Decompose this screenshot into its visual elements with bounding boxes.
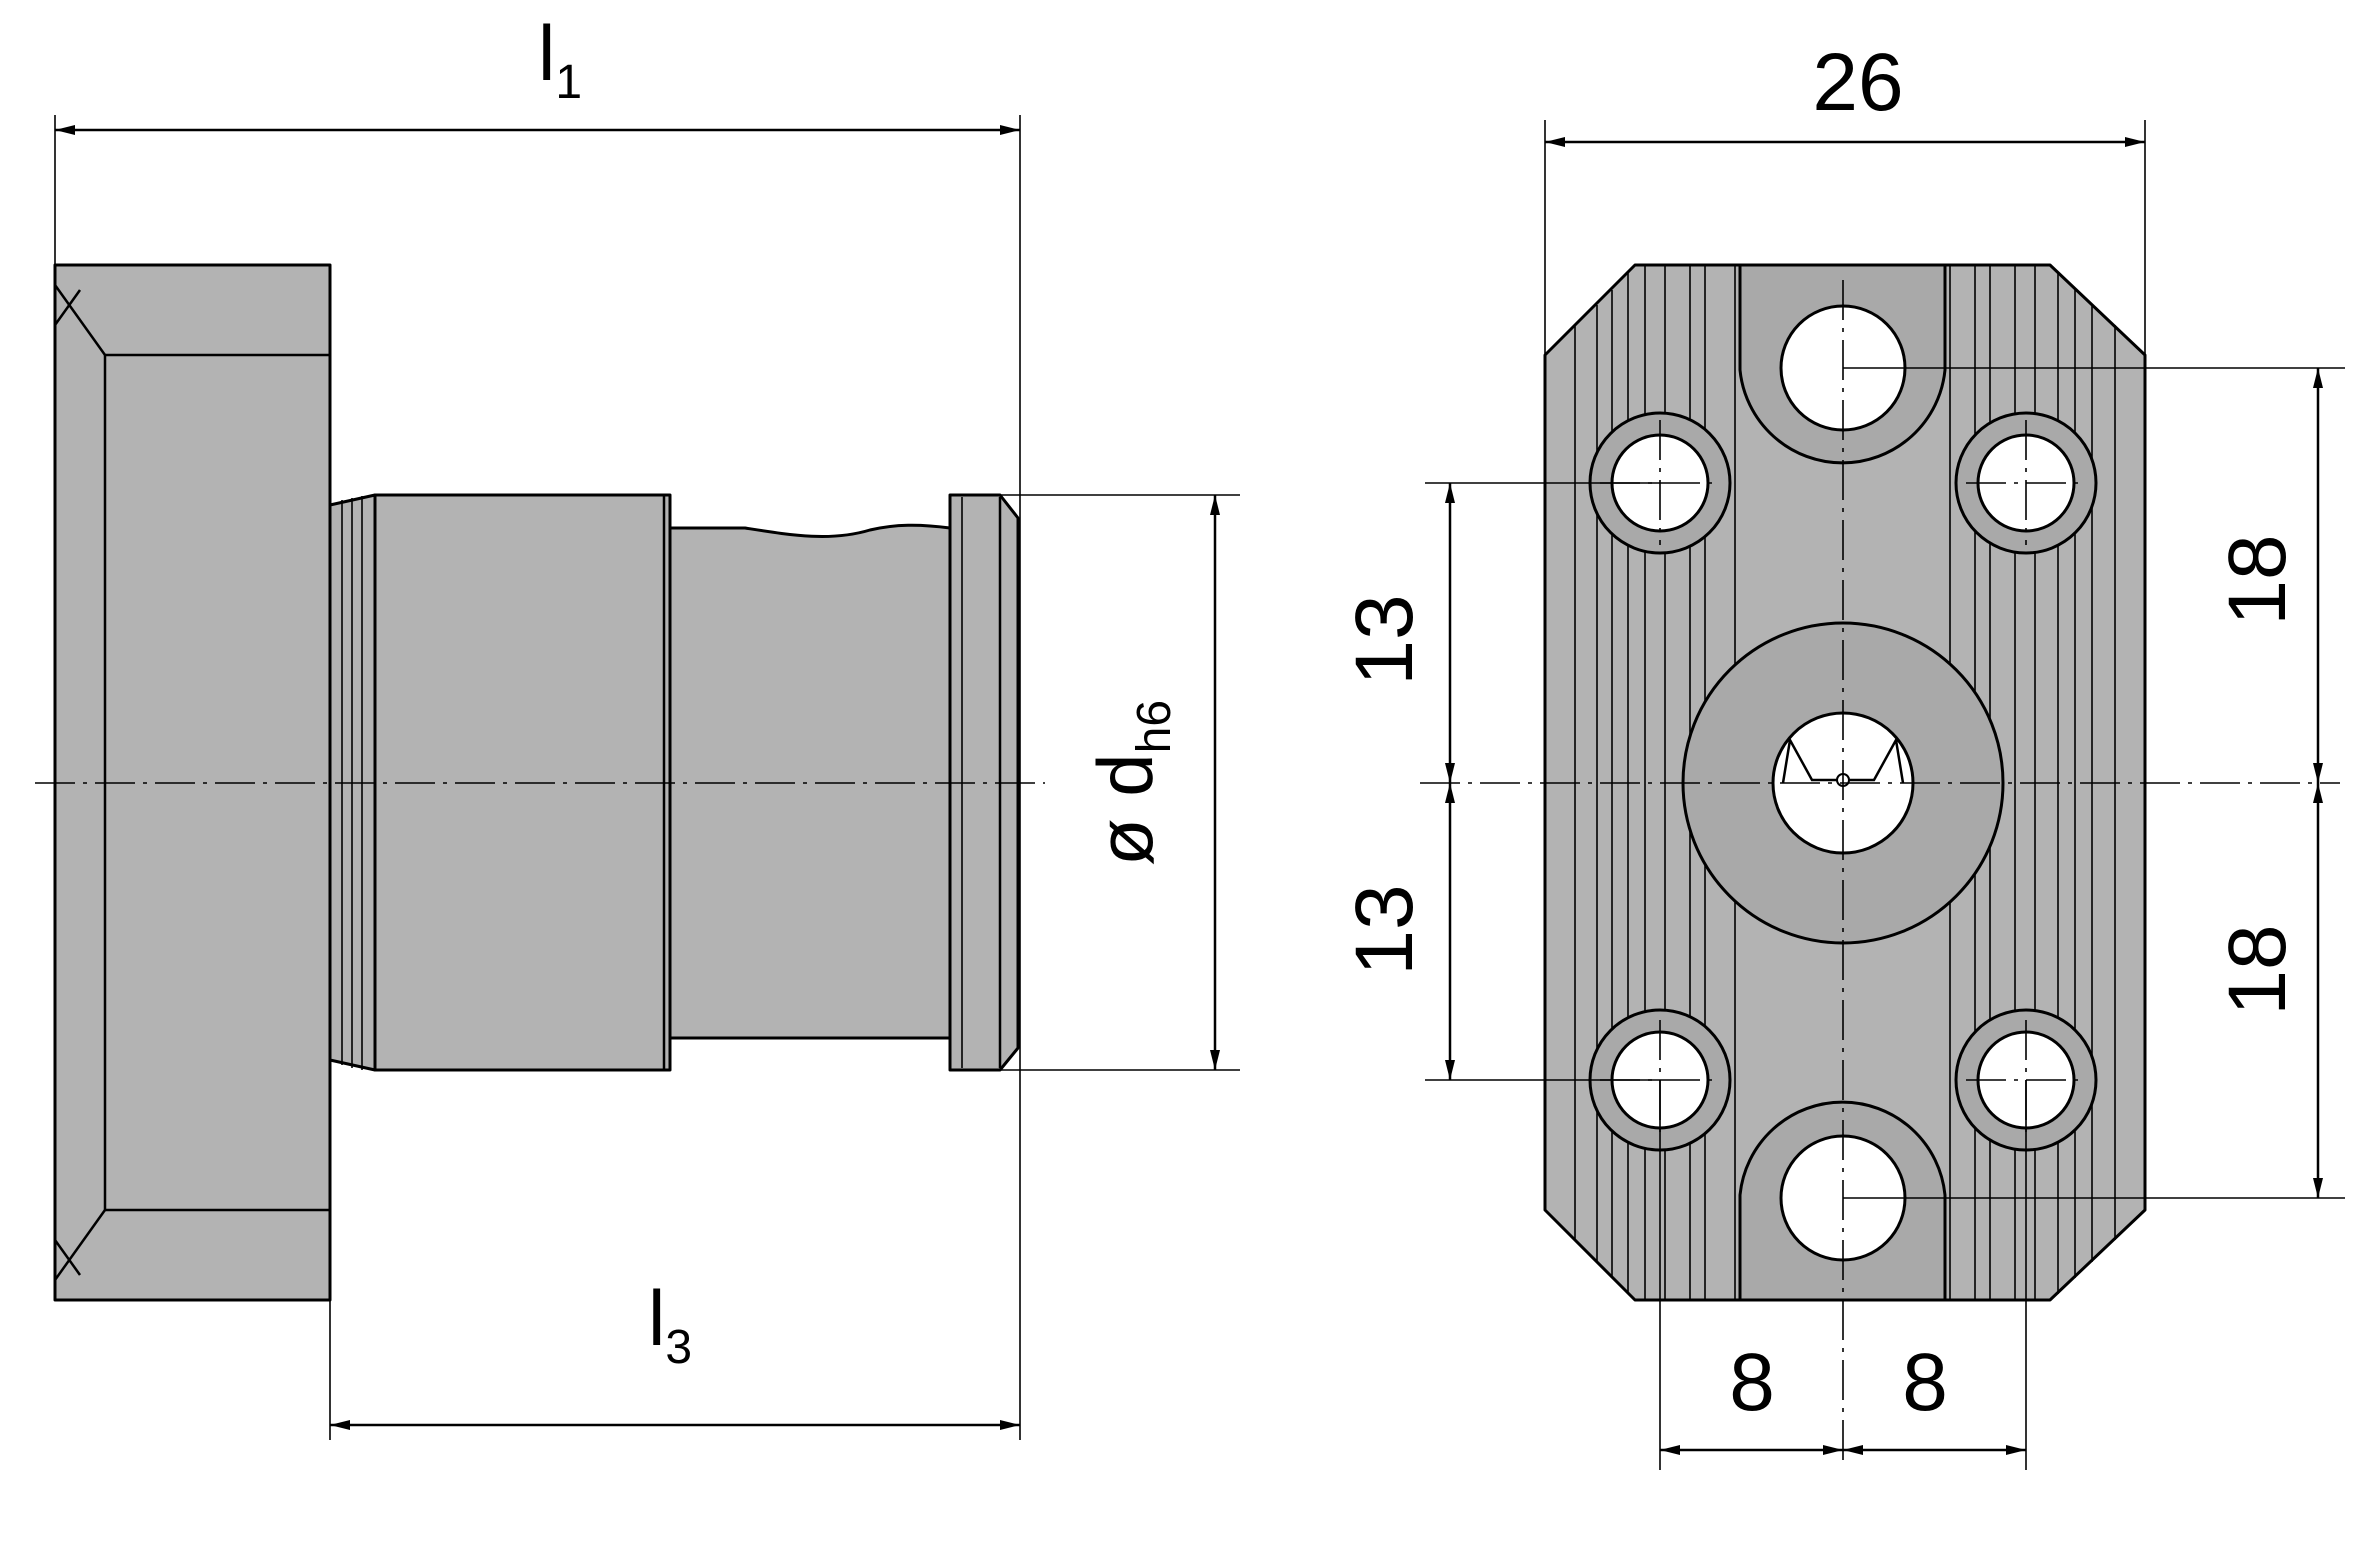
width-label: 26 (1812, 37, 1903, 128)
l1-label: l1 (538, 9, 582, 109)
front-view: 26 13 13 18 18 8 8 (1339, 37, 2345, 1470)
diameter-label: ø dh6 (1081, 700, 1181, 866)
side-view: l1 l3 ø dh6 (35, 9, 1240, 1440)
upper-right-label: 18 (2212, 534, 2303, 625)
bottom-right-label: 8 (1902, 1337, 1948, 1428)
shank-neck (668, 523, 952, 1040)
lower-left-label: 13 (1339, 884, 1430, 975)
upper-left-label: 13 (1339, 594, 1430, 685)
bottom-left-label: 8 (1729, 1337, 1775, 1428)
lower-right-label: 18 (2212, 924, 2303, 1015)
l3-label: l3 (648, 1274, 692, 1374)
